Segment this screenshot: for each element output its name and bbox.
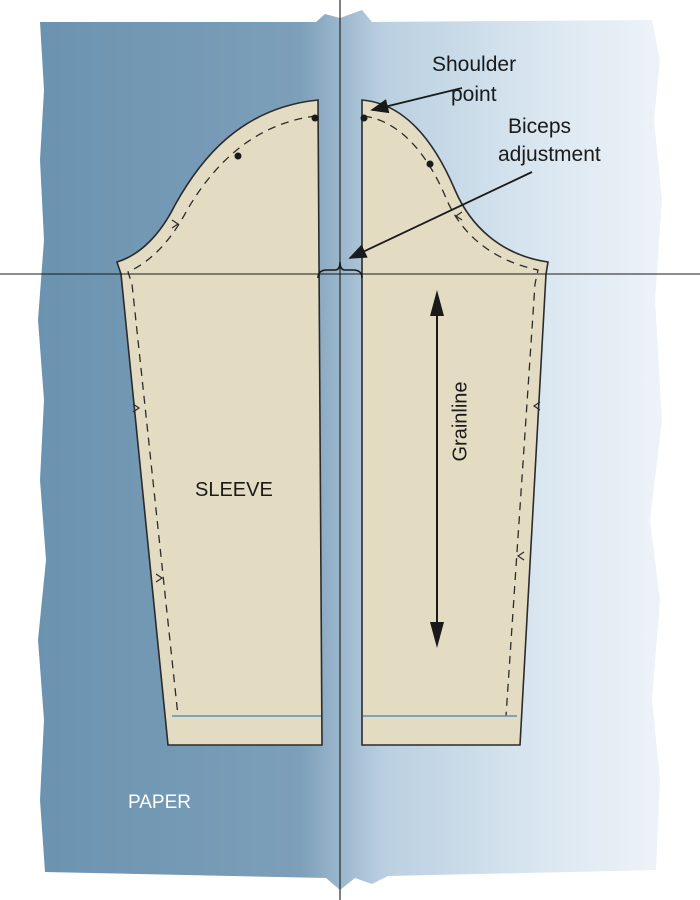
biceps-adjustment-label-line1: Biceps: [508, 115, 572, 138]
notch-dot-left-1: [311, 114, 319, 122]
biceps-adjustment-label-line2: adjustment: [498, 143, 601, 166]
biceps-adjustment-arrow: [348, 171, 533, 259]
notch-left-3: [155, 573, 164, 583]
grainline-label: Grainline: [449, 381, 472, 462]
notch-left-2: [132, 403, 141, 413]
notch-dot-right-1: [360, 114, 368, 122]
sleeve-label: SLEEVE: [195, 479, 273, 501]
notch-left-1: [171, 219, 180, 229]
notch-right-2: [532, 401, 541, 411]
grainline-arrow-icon: [430, 290, 444, 648]
notch-dot-right-2: [426, 160, 434, 168]
shoulder-point-arrow: [370, 87, 463, 114]
biceps-brace-icon: [317, 261, 363, 279]
shoulder-point-label-line2: point: [451, 83, 497, 106]
sleeve-piece-right: [361, 99, 549, 746]
shoulder-point-label-line1: Shoulder: [432, 53, 517, 76]
notch-right-1: [454, 211, 463, 221]
sleeve-piece-left: [115, 99, 323, 746]
paper-label: PAPER: [128, 792, 192, 813]
notch-dot-left-2: [234, 152, 242, 160]
notch-right-3: [516, 551, 525, 561]
paper-sheet: [38, 10, 662, 890]
